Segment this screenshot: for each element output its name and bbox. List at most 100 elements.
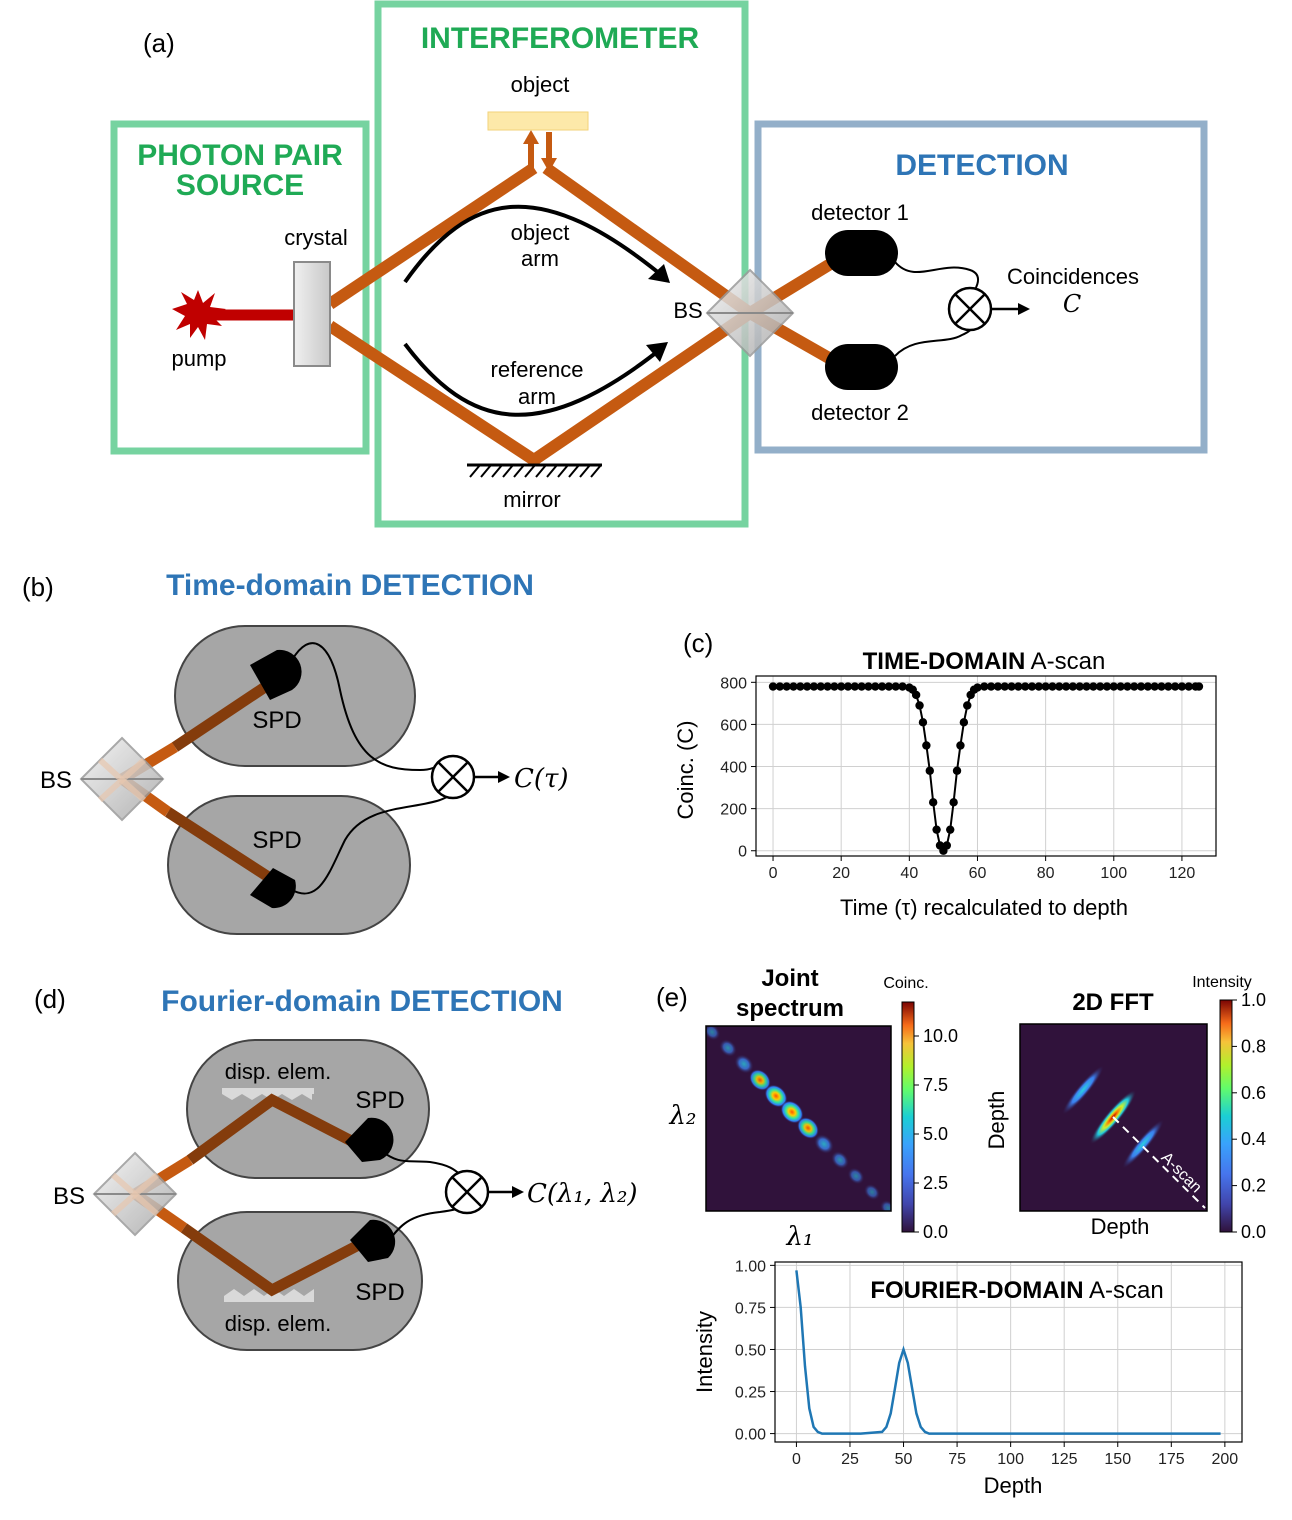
object-arm-label-2: arm [521, 246, 559, 271]
pump-laser-icon [172, 290, 226, 340]
x-tick-label: 20 [832, 865, 850, 882]
panel-d: (d) Fourier-domain DETECTION SPD SPD dis… [34, 984, 638, 1351]
joint-colorbar-title: Coinc. [883, 975, 928, 992]
plot-frame [755, 675, 1217, 857]
data-point [1000, 682, 1009, 691]
data-point [1109, 682, 1118, 691]
colorbar-tick-label: 5.0 [923, 1124, 948, 1144]
coincidences-label: Coincidences [1007, 264, 1139, 289]
crystal-label: crystal [284, 225, 348, 250]
data-point [942, 841, 952, 850]
output-label-d: C(λ₁, λ₂) [527, 1179, 638, 1209]
spd-top-label-d: SPD [355, 1087, 404, 1114]
data-point [864, 682, 873, 691]
data-point [980, 682, 989, 691]
x-tick-label: 120 [1169, 865, 1196, 882]
data-point [1194, 682, 1204, 691]
x-tick-label: 80 [1037, 865, 1055, 882]
spd-housing-top-b [174, 625, 416, 767]
data-point [1130, 682, 1139, 691]
data-point [1014, 682, 1023, 691]
joint-title-1: Joint [761, 965, 818, 992]
panel-e-line-xlabel: Depth [984, 1473, 1043, 1498]
data-point [925, 766, 934, 775]
data-point [911, 690, 921, 700]
joint-spectrum-peak [764, 1084, 788, 1108]
photon-pair-source-box [110, 120, 370, 455]
data-point [1061, 682, 1071, 691]
plot-area [756, 676, 1216, 856]
reference-arm-curve [403, 342, 664, 417]
data-point [782, 682, 791, 691]
series-line [795, 1270, 1221, 1435]
data-point [775, 682, 785, 691]
data-point [1027, 682, 1037, 691]
detector-2 [825, 344, 898, 390]
colorbar-tick-label: 0.0 [923, 1222, 948, 1242]
spd-top-cable-d [379, 1149, 463, 1177]
panel-e-line-ylabel: Intensity [692, 1311, 717, 1393]
panel-c-title: TIME-DOMAIN A-scan [863, 648, 1106, 675]
panel-b-label: (b) [22, 572, 54, 602]
fft-ylabel: Depth [984, 1091, 1009, 1150]
data-point [768, 682, 778, 691]
x-tick-label: 125 [1051, 1451, 1078, 1468]
beam-splitter-b [79, 736, 165, 822]
source-title-line2: SOURCE [176, 169, 304, 202]
panel-e: (e) Joint spectrum λ₂ λ₁ Coinc. 10.07.55… [656, 965, 1266, 1252]
data-point [959, 718, 969, 727]
data-point [918, 718, 928, 727]
joint-spectrum-peak [780, 1100, 804, 1124]
data-point [1164, 682, 1173, 691]
detector-1 [825, 230, 898, 276]
data-point [816, 682, 825, 691]
data-point [949, 798, 958, 807]
nonlinear-crystal [293, 261, 331, 367]
reference-arm-label-1: reference [491, 357, 584, 382]
detector-1-label: detector 1 [811, 200, 909, 225]
y-tick-label: 1.00 [735, 1258, 766, 1275]
a-scan-line [1112, 1116, 1206, 1209]
data-point [877, 682, 887, 691]
coincidence-symbol: C [1063, 290, 1081, 318]
joint-spectrum-peak [734, 1054, 754, 1074]
data-point [1136, 682, 1146, 691]
fft-colorbar-ticks: 1.00.80.60.40.20.0 [1232, 990, 1266, 1242]
y-tick-label: 400 [720, 760, 747, 777]
reference-arm-arrowhead [646, 342, 668, 362]
data-point [1177, 682, 1187, 691]
joint-spectrum-peaks [706, 1026, 891, 1211]
spd-detector-bottom-d [350, 1219, 396, 1262]
joint-xlabel: λ₁ [786, 1222, 814, 1252]
x-tick-label: 100 [1100, 865, 1127, 882]
panel-a: (a) PHOTON PAIR SOURCE INTERFEROMETER DE… [110, 0, 1208, 528]
fft-colorbar [1219, 999, 1233, 1233]
data-point [1082, 682, 1091, 691]
x-tick-label: 40 [900, 865, 918, 882]
y-tick-label: 0 [738, 844, 747, 861]
object-arm-curve [403, 204, 667, 284]
panel-e-label: (e) [656, 982, 688, 1012]
joint-spectrum-peak [706, 1026, 721, 1041]
data-point [1095, 682, 1105, 691]
spd-bottom-label-d: SPD [355, 1279, 404, 1306]
spd-bottom-label-b: SPD [252, 827, 301, 854]
joint-spectrum-peak [749, 1069, 771, 1091]
colorbar-tick-label: 0.6 [1241, 1083, 1266, 1103]
x-tick-label: 175 [1158, 1451, 1185, 1468]
data-point [830, 682, 839, 691]
spd-housing-bottom-b [167, 795, 411, 935]
spd-top-label-b: SPD [252, 707, 301, 734]
data-point [952, 766, 962, 775]
detector-2-label: detector 2 [811, 400, 909, 425]
object-label: object [511, 72, 570, 97]
data-point [1116, 682, 1125, 691]
data-point [956, 741, 965, 750]
data-point [850, 682, 860, 691]
x-tick-label: 0 [769, 865, 778, 882]
data-point [789, 682, 798, 691]
data-point [891, 682, 900, 691]
panel-c-xlabel: Time (τ) recalculated to depth [840, 895, 1128, 920]
joint-colorbar [901, 1001, 915, 1233]
